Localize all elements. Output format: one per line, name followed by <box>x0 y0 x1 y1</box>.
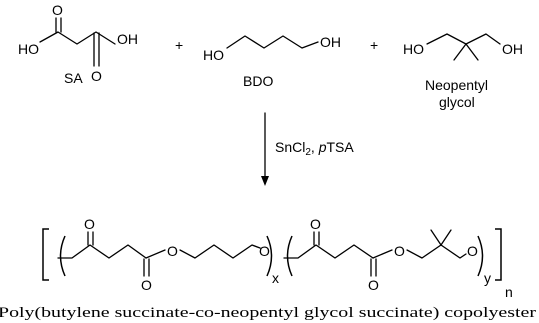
subscript-n: n <box>505 284 513 300</box>
bdo-molecule: HO OH BDO <box>203 34 341 89</box>
plus-sign-1: + <box>175 37 183 53</box>
npg-hydroxyl-left: HO <box>403 41 424 57</box>
product-polymer: O O O O O O O O x y n <box>42 216 513 300</box>
npg-hydroxyl-right: OH <box>502 41 523 57</box>
paren-y-left <box>286 235 293 277</box>
product-ester-o-1: O <box>167 243 178 259</box>
product-caption: Poly(butylene succinate-co-neopentyl gly… <box>0 305 536 321</box>
sa-carbonyl-o-top: O <box>52 2 63 18</box>
product-carbonyl-o-4: O <box>368 277 379 293</box>
subscript-x: x <box>272 270 279 286</box>
npg-label-line2: glycol <box>439 94 475 110</box>
reaction-arrow <box>261 112 269 186</box>
paren-x-right <box>266 235 273 277</box>
outer-bracket-left <box>42 228 49 281</box>
product-carbonyl-o-1: O <box>84 216 95 232</box>
sa-carbonyl-o-bottom: O <box>91 68 102 84</box>
product-end-o-2: O <box>467 243 478 259</box>
npg-label-line1: Neopentyl <box>425 77 488 93</box>
product-end-o-1: O <box>259 243 270 259</box>
subscript-y: y <box>484 270 491 286</box>
sa-label: SA <box>64 70 83 86</box>
product-carbonyl-o-3: O <box>310 216 321 232</box>
product-ester-o-2: O <box>394 243 405 259</box>
npg-molecule: HO OH Neopentyl glycol <box>403 33 523 110</box>
sa-hydroxyl-right: OH <box>117 31 138 47</box>
sa-hydroxyl-left: HO <box>18 41 39 57</box>
outer-bracket-right <box>495 228 502 281</box>
catalyst-label: SnCl2, pTSA <box>275 139 354 158</box>
plus-sign-2: + <box>370 37 378 53</box>
sa-molecule: O O HO OH SA <box>18 2 138 86</box>
product-carbonyl-o-2: O <box>141 277 152 293</box>
paren-y-right <box>477 235 484 277</box>
bdo-label: BDO <box>243 73 273 89</box>
bdo-hydroxyl-right: OH <box>320 34 341 50</box>
paren-x-left <box>59 235 66 277</box>
bdo-hydroxyl-left: HO <box>203 47 224 63</box>
